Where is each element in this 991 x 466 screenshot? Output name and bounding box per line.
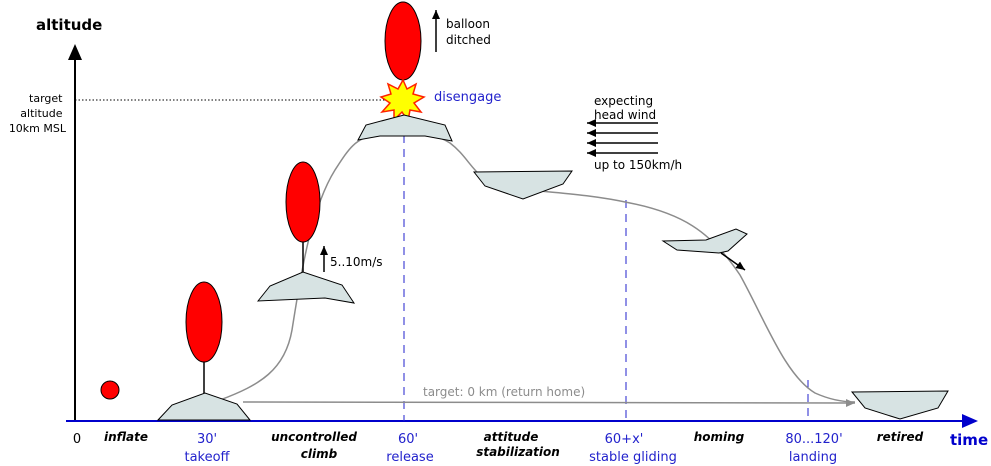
return-home-arrow — [242, 398, 856, 407]
landing-time: 80...120' — [785, 432, 842, 447]
phase-homing: homing — [694, 430, 745, 444]
phase-uncontrolled-line-1: uncontrolled — [271, 430, 357, 444]
head-wind-line-1: expecting — [594, 94, 653, 108]
balloon-ditched-line-1: balloon — [446, 17, 490, 31]
target-altitude-line-3: 10km MSL — [9, 122, 67, 135]
takeoff-label: takeoff — [184, 450, 230, 465]
release-time: 60' — [398, 432, 418, 447]
return-home-label: target: 0 km (return home) — [423, 385, 585, 399]
climb-glider — [256, 271, 356, 304]
phase-inflate: inflate — [104, 430, 148, 444]
altitude-axis-title: altitude — [36, 16, 102, 34]
time-axis-arrowhead — [962, 414, 978, 428]
homing-glider — [661, 228, 748, 254]
takeoff-glider — [156, 392, 252, 421]
release-glider — [357, 114, 453, 142]
disengage-label: disengage — [434, 90, 501, 105]
phase-labels: inflate uncontrolled climb attitude stab… — [104, 430, 924, 461]
phase-uncontrolled-line-2: climb — [301, 447, 338, 461]
landing-label: landing — [789, 450, 837, 465]
head-wind-label: expecting head wind — [594, 94, 657, 122]
inflate-balloon — [100, 380, 120, 400]
timeline-labels: 30' takeoff 60' release 60+x' stable gli… — [184, 432, 842, 465]
takeoff-balloon — [185, 281, 223, 363]
stable-gliding-label: stable gliding — [589, 450, 677, 465]
altitude-axis-arrowhead — [68, 44, 82, 60]
stabilization-glider — [472, 170, 573, 200]
phase-attitude-line-1: attitude — [484, 430, 539, 444]
ditched-balloon — [384, 1, 422, 81]
balloon-ditched-label: balloon ditched — [446, 17, 494, 47]
target-altitude-label: target altitude 10km MSL — [9, 92, 67, 135]
wind-speed-label: up to 150km/h — [594, 158, 682, 172]
origin-label: 0 — [73, 432, 81, 447]
climb-balloon — [285, 161, 321, 243]
climb-rate-label: 5..10m/s — [330, 255, 383, 269]
target-altitude-line-2: altitude — [20, 107, 62, 120]
disengage-explosion — [379, 78, 426, 123]
target-altitude-line-1: target — [29, 92, 63, 105]
homing-direction-arrow — [720, 252, 746, 271]
release-label: release — [386, 450, 433, 465]
balloon-ditched-line-2: ditched — [446, 33, 491, 47]
retired-glider — [850, 390, 949, 420]
stable-gliding-time: 60+x' — [605, 432, 644, 447]
takeoff-time: 30' — [197, 432, 217, 447]
phase-retired: retired — [877, 430, 924, 444]
time-axis-title: time — [950, 431, 988, 449]
head-wind-line-2: head wind — [594, 108, 656, 122]
phase-attitude-line-2: stabilization — [476, 445, 560, 459]
